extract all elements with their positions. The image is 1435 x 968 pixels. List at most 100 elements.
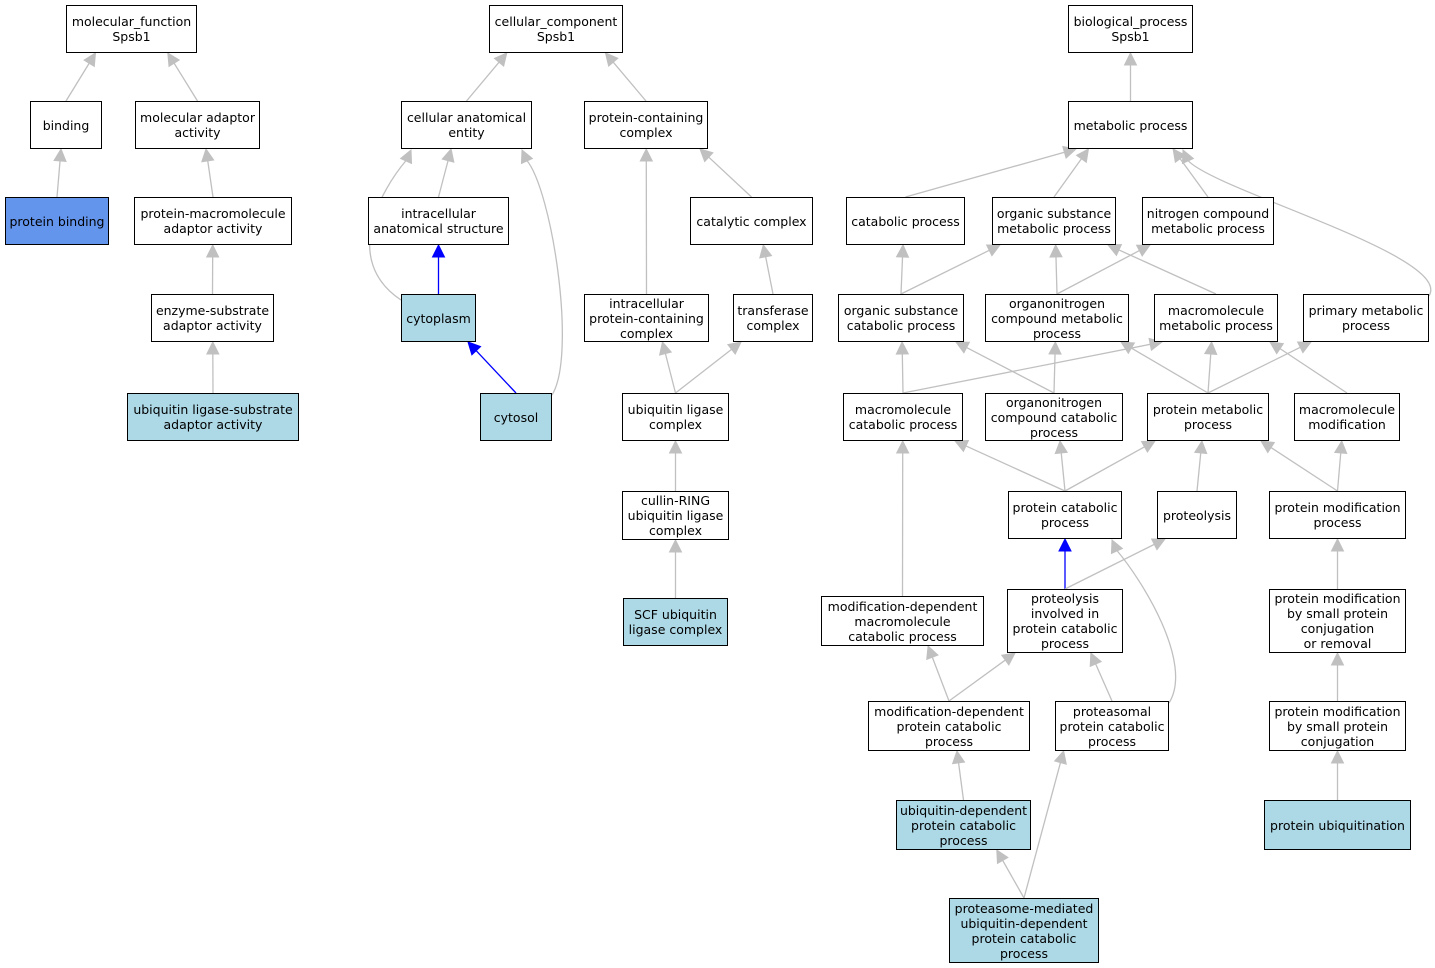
edge-arrowhead bbox=[167, 52, 181, 68]
go-term-node: protein modification by small protein co… bbox=[1269, 589, 1406, 653]
edge-arrowhead bbox=[1333, 439, 1348, 455]
go-term-node: intracellular anatomical structure bbox=[368, 197, 509, 245]
go-term-node: intracellular protein-containing complex bbox=[584, 294, 709, 342]
edge-line bbox=[1279, 348, 1348, 394]
go-term-node: protein modification process bbox=[1269, 491, 1406, 539]
edge-arrowhead bbox=[996, 849, 1009, 865]
edge-arrowhead bbox=[431, 243, 446, 258]
go-term-node: primary metabolic process bbox=[1303, 294, 1429, 342]
edge-line bbox=[966, 346, 1055, 394]
edge-arrowhead bbox=[895, 439, 910, 454]
edge-arrowhead bbox=[467, 341, 482, 356]
go-term-label: cullin-RING ubiquitin ligase complex bbox=[627, 493, 724, 538]
edge-arrowhead bbox=[1106, 243, 1123, 257]
go-term-node: protein binding bbox=[5, 197, 109, 245]
edge-line bbox=[173, 62, 199, 102]
edge-arrowhead bbox=[926, 644, 939, 661]
edge-arrowhead bbox=[1089, 651, 1103, 668]
go-term-node: ubiquitin ligase complex bbox=[622, 393, 729, 441]
go-term-label: protein binding bbox=[9, 213, 105, 229]
edge-line bbox=[1053, 353, 1056, 394]
go-term-label: protein modification process bbox=[1274, 500, 1401, 530]
go-term-node: proteasomal protein catabolic process bbox=[1055, 701, 1169, 751]
go-term-node: ubiquitin-dependent protein catabolic pr… bbox=[896, 800, 1031, 850]
edge-arrowhead bbox=[955, 341, 971, 354]
go-term-label: organic substance catabolic process bbox=[843, 303, 959, 333]
go-term-label: ubiquitin ligase-substrate adaptor activ… bbox=[133, 402, 293, 432]
go-term-node: cellular_component Spsb1 bbox=[489, 5, 623, 53]
edge-arrowhead bbox=[658, 340, 673, 356]
go-term-label: catalytic complex bbox=[696, 213, 807, 229]
go-term-label: catabolic process bbox=[851, 213, 960, 229]
edge-arrowhead bbox=[895, 243, 910, 258]
go-term-node: proteasome-mediated ubiquitin-dependent … bbox=[949, 898, 1099, 963]
go-term-label: binding bbox=[42, 117, 90, 133]
go-term-node: cullin-RING ubiquitin ligase complex bbox=[622, 491, 729, 540]
edge-arrowhead bbox=[493, 52, 508, 67]
go-term-label: protein-containing complex bbox=[588, 110, 704, 140]
edge-line bbox=[1179, 158, 1209, 198]
edge-line bbox=[1002, 860, 1025, 899]
edge-line bbox=[1207, 353, 1212, 394]
edge-line bbox=[902, 343, 1151, 394]
edge-arrowhead bbox=[895, 340, 910, 355]
go-term-node: biological_process Spsb1 bbox=[1068, 5, 1193, 53]
edge-arrowhead bbox=[1172, 148, 1186, 164]
go-term-label: modification-dependent macromolecule cat… bbox=[827, 598, 978, 644]
go-term-label: organonitrogen compound catabolic proces… bbox=[990, 394, 1118, 440]
go-term-node: organonitrogen compound metabolic proces… bbox=[985, 294, 1129, 342]
edge-arrowhead bbox=[399, 148, 413, 165]
go-term-label: cellular anatomical entity bbox=[406, 110, 527, 140]
edge-arrowhead bbox=[1120, 341, 1136, 355]
edge-arrowhead bbox=[1135, 244, 1151, 257]
go-term-label: cellular_component Spsb1 bbox=[494, 14, 618, 44]
edge-line bbox=[1064, 446, 1145, 492]
edge-line bbox=[475, 350, 517, 394]
go-term-node: organic substance metabolic process bbox=[992, 197, 1116, 245]
go-term-node: protein catabolic process bbox=[1008, 491, 1122, 539]
go-term-node: cellular anatomical entity bbox=[401, 101, 532, 149]
edge-arrowhead bbox=[1330, 651, 1345, 666]
edge-arrowhead bbox=[441, 147, 455, 163]
edge-arrowhead bbox=[668, 439, 683, 454]
edge-line bbox=[1196, 452, 1202, 492]
go-term-node: cytosol bbox=[480, 393, 552, 441]
edge-arrowhead bbox=[1269, 341, 1285, 355]
edge-line bbox=[612, 61, 647, 102]
edge-arrowhead bbox=[201, 147, 215, 163]
go-term-node: protein ubiquitination bbox=[1264, 800, 1411, 850]
edge-line bbox=[765, 256, 774, 295]
go-term-node: molecular adaptor activity bbox=[135, 101, 260, 149]
edge-line bbox=[948, 659, 1006, 702]
go-term-label: enzyme-substrate adaptor activity bbox=[155, 303, 270, 333]
edge-line bbox=[1336, 452, 1342, 492]
go-term-label: proteolysis bbox=[1162, 507, 1232, 523]
go-term-label: intracellular protein-containing complex bbox=[589, 295, 704, 341]
edge-line bbox=[1187, 159, 1432, 297]
edge-line bbox=[1116, 549, 1177, 704]
edge-arrowhead bbox=[1000, 652, 1016, 666]
edge-arrowhead bbox=[1193, 439, 1208, 455]
edge-arrowhead bbox=[726, 341, 742, 356]
edge-line bbox=[1118, 249, 1217, 295]
go-term-label: protein-macromolecule adaptor activity bbox=[140, 206, 286, 236]
edge-arrowhead bbox=[759, 243, 773, 259]
go-term-node: protein-macromolecule adaptor activity bbox=[134, 197, 292, 245]
go-term-label: biological_process Spsb1 bbox=[1073, 14, 1188, 44]
edge-line bbox=[1053, 158, 1082, 198]
edge-line bbox=[1207, 346, 1301, 394]
go-term-label: protein modification by small protein co… bbox=[1274, 703, 1401, 749]
edge-arrowhead bbox=[1053, 749, 1067, 765]
edge-arrowhead bbox=[83, 52, 97, 68]
edge-line bbox=[437, 160, 449, 198]
go-term-label: protein metabolic process bbox=[1152, 402, 1264, 432]
go-term-label: metabolic process bbox=[1073, 117, 1188, 133]
edge-arrowhead bbox=[1330, 537, 1345, 552]
go-term-label: intracellular anatomical structure bbox=[373, 206, 504, 236]
edge-arrowhead bbox=[639, 147, 654, 162]
edge-arrowhead bbox=[1140, 440, 1156, 454]
go-term-node: ubiquitin ligase-substrate adaptor activ… bbox=[127, 393, 299, 441]
go-term-label: proteasome-mediated ubiquitin-dependent … bbox=[954, 900, 1094, 961]
edge-arrowhead bbox=[206, 340, 220, 355]
edge-line bbox=[526, 159, 563, 396]
